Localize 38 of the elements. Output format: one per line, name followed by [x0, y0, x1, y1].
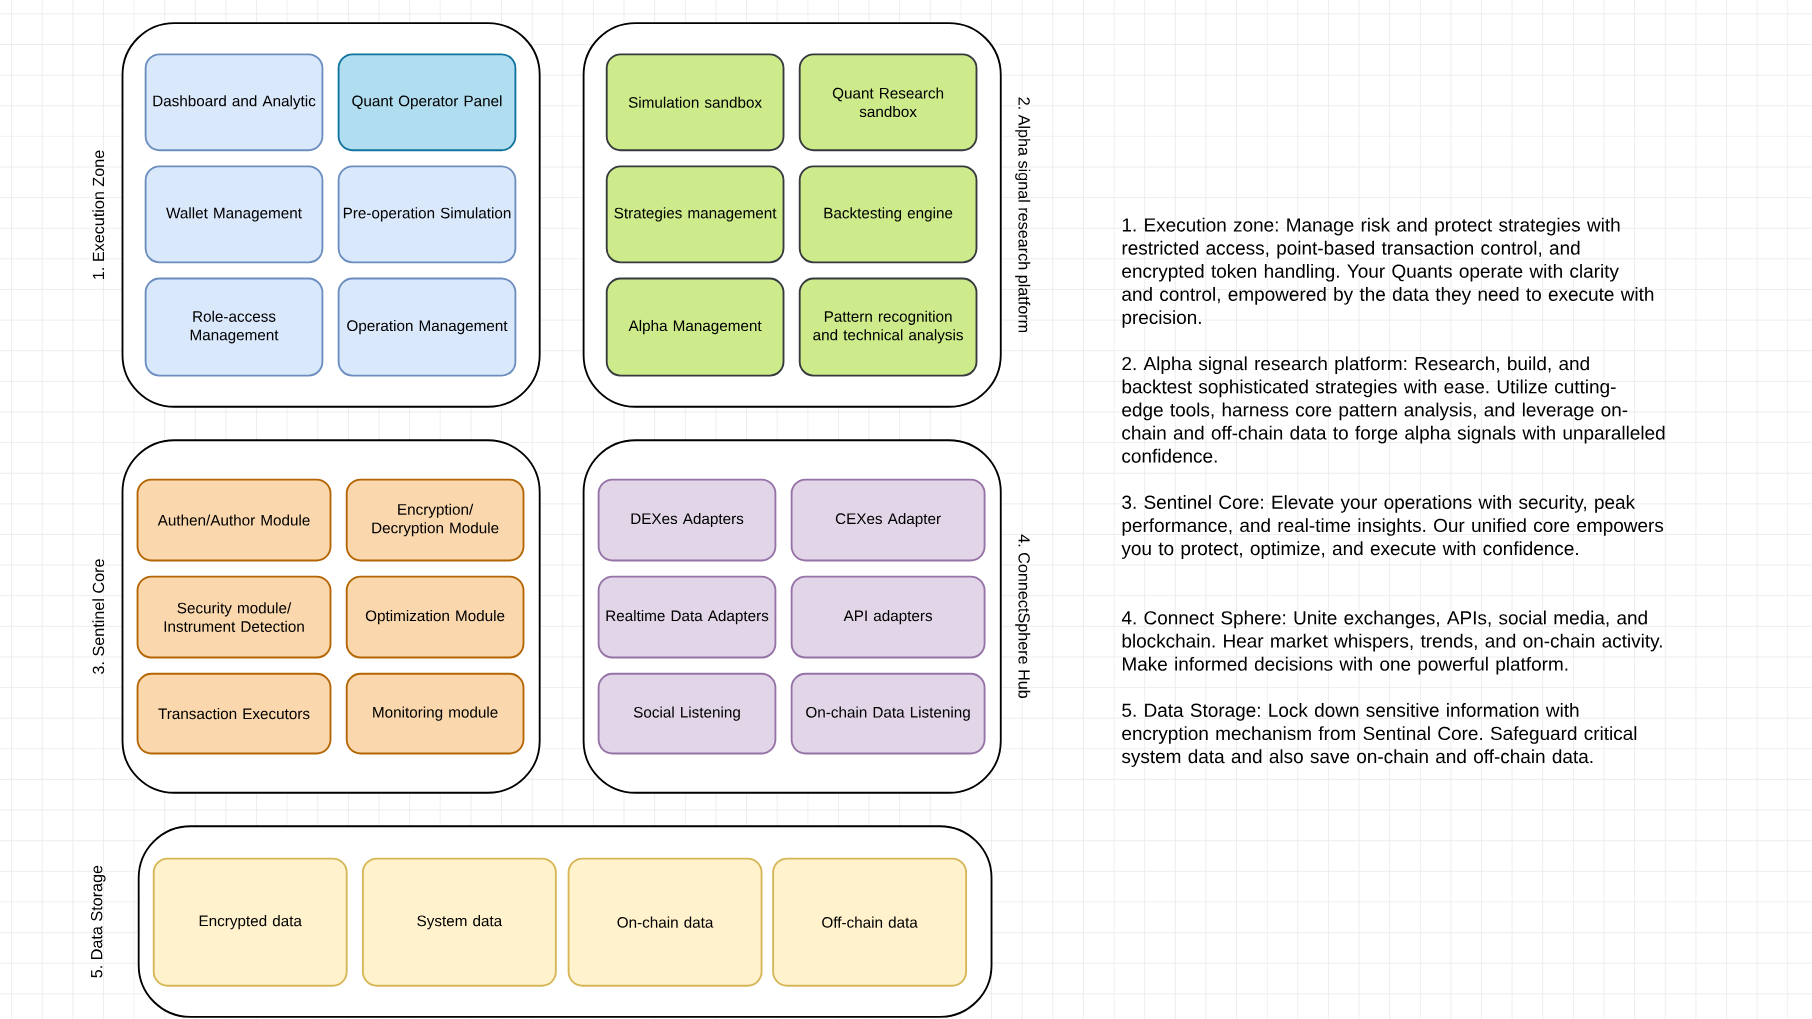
module-box: Security module/ Instrument Detection: [136, 575, 332, 659]
module-box: Quant Operator Panel: [337, 53, 517, 152]
module-box: Simulation sandbox: [605, 53, 785, 152]
module-box: Realtime Data Adapters: [597, 575, 777, 659]
module-box: Authen/Author Module: [136, 478, 332, 562]
zone-heading: 3. Sentinel Core: [92, 559, 105, 674]
module-box: Pattern recognition and technical analysis: [798, 277, 978, 377]
module-box: Transaction Executors: [136, 672, 332, 755]
description-text: 3. Sentinel Core: Elevate your operations with security, peak performance, and real-time insights. Our unified core empowers you to protect, optimize, and execute with confidence.: [1121, 494, 1664, 559]
module-box: Role-access Management: [144, 277, 324, 377]
module-box: On-chain Data Listening: [790, 672, 986, 755]
module-box: CEXes Adapter: [790, 478, 986, 562]
module-box: API adapters: [790, 575, 986, 659]
module-box: Backtesting engine: [798, 165, 978, 264]
module-box: Encryption/ Decryption Module: [345, 478, 525, 562]
module-box: DEXes Adapters: [597, 478, 777, 562]
module-box: Encrypted data: [152, 857, 348, 987]
zone-heading: 1. Execution Zone: [92, 150, 105, 279]
module-box: System data: [361, 857, 557, 987]
module-box: Dashboard and Analytic: [144, 53, 324, 152]
zone-heading: 5. Data Storage: [90, 865, 106, 978]
module-box: Pre-operation Simulation: [337, 165, 517, 264]
module-box: Monitoring module: [345, 672, 525, 755]
module-box: Optimization Module: [345, 575, 525, 659]
module-box: Strategies management: [605, 165, 785, 264]
description-text: 1. Execution zone: Manage risk and protect strategies with restricted access, point-based transaction control, and encrypted token handling. Your Quants operate with clarity and control, empowered by the data they need to execute with precision.: [1122, 217, 1654, 328]
module-box: Off-chain data: [772, 857, 968, 987]
zone-heading: 2. Alpha signal research platform: [1015, 97, 1031, 332]
module-box: Wallet Management: [144, 165, 324, 264]
module-box: Quant Research sandbox: [798, 53, 978, 152]
module-box: On-chain data: [567, 857, 763, 987]
module-box: Social Listening: [597, 672, 777, 755]
zone-heading: 4. ConnectSphere Hub: [1015, 534, 1031, 698]
description-text: 5. Data Storage: Lock down sensitive information with encryption mechanism from Sentinal Core. Safeguard critical system data and also save on-chain and off-chain data.: [1121, 702, 1637, 767]
description-text: 2. Alpha signal research platform: Research, build, and backtest sophisticated strategies with ease. Utilize cutting-edge tools, harness core pattern analysis, and leverage on-chain and off-chain data to forge alpha signals with unparalleled confidence.: [1122, 356, 1665, 463]
module-box: Operation Management: [337, 277, 517, 377]
description-text: 4. Connect Sphere: Unite exchanges, APIs, social media, and blockchain. Hear market whispers, trends, and on-chain activity. Make informed decisions with one powerful platform.: [1121, 610, 1662, 675]
module-box: Alpha Management: [605, 277, 785, 377]
